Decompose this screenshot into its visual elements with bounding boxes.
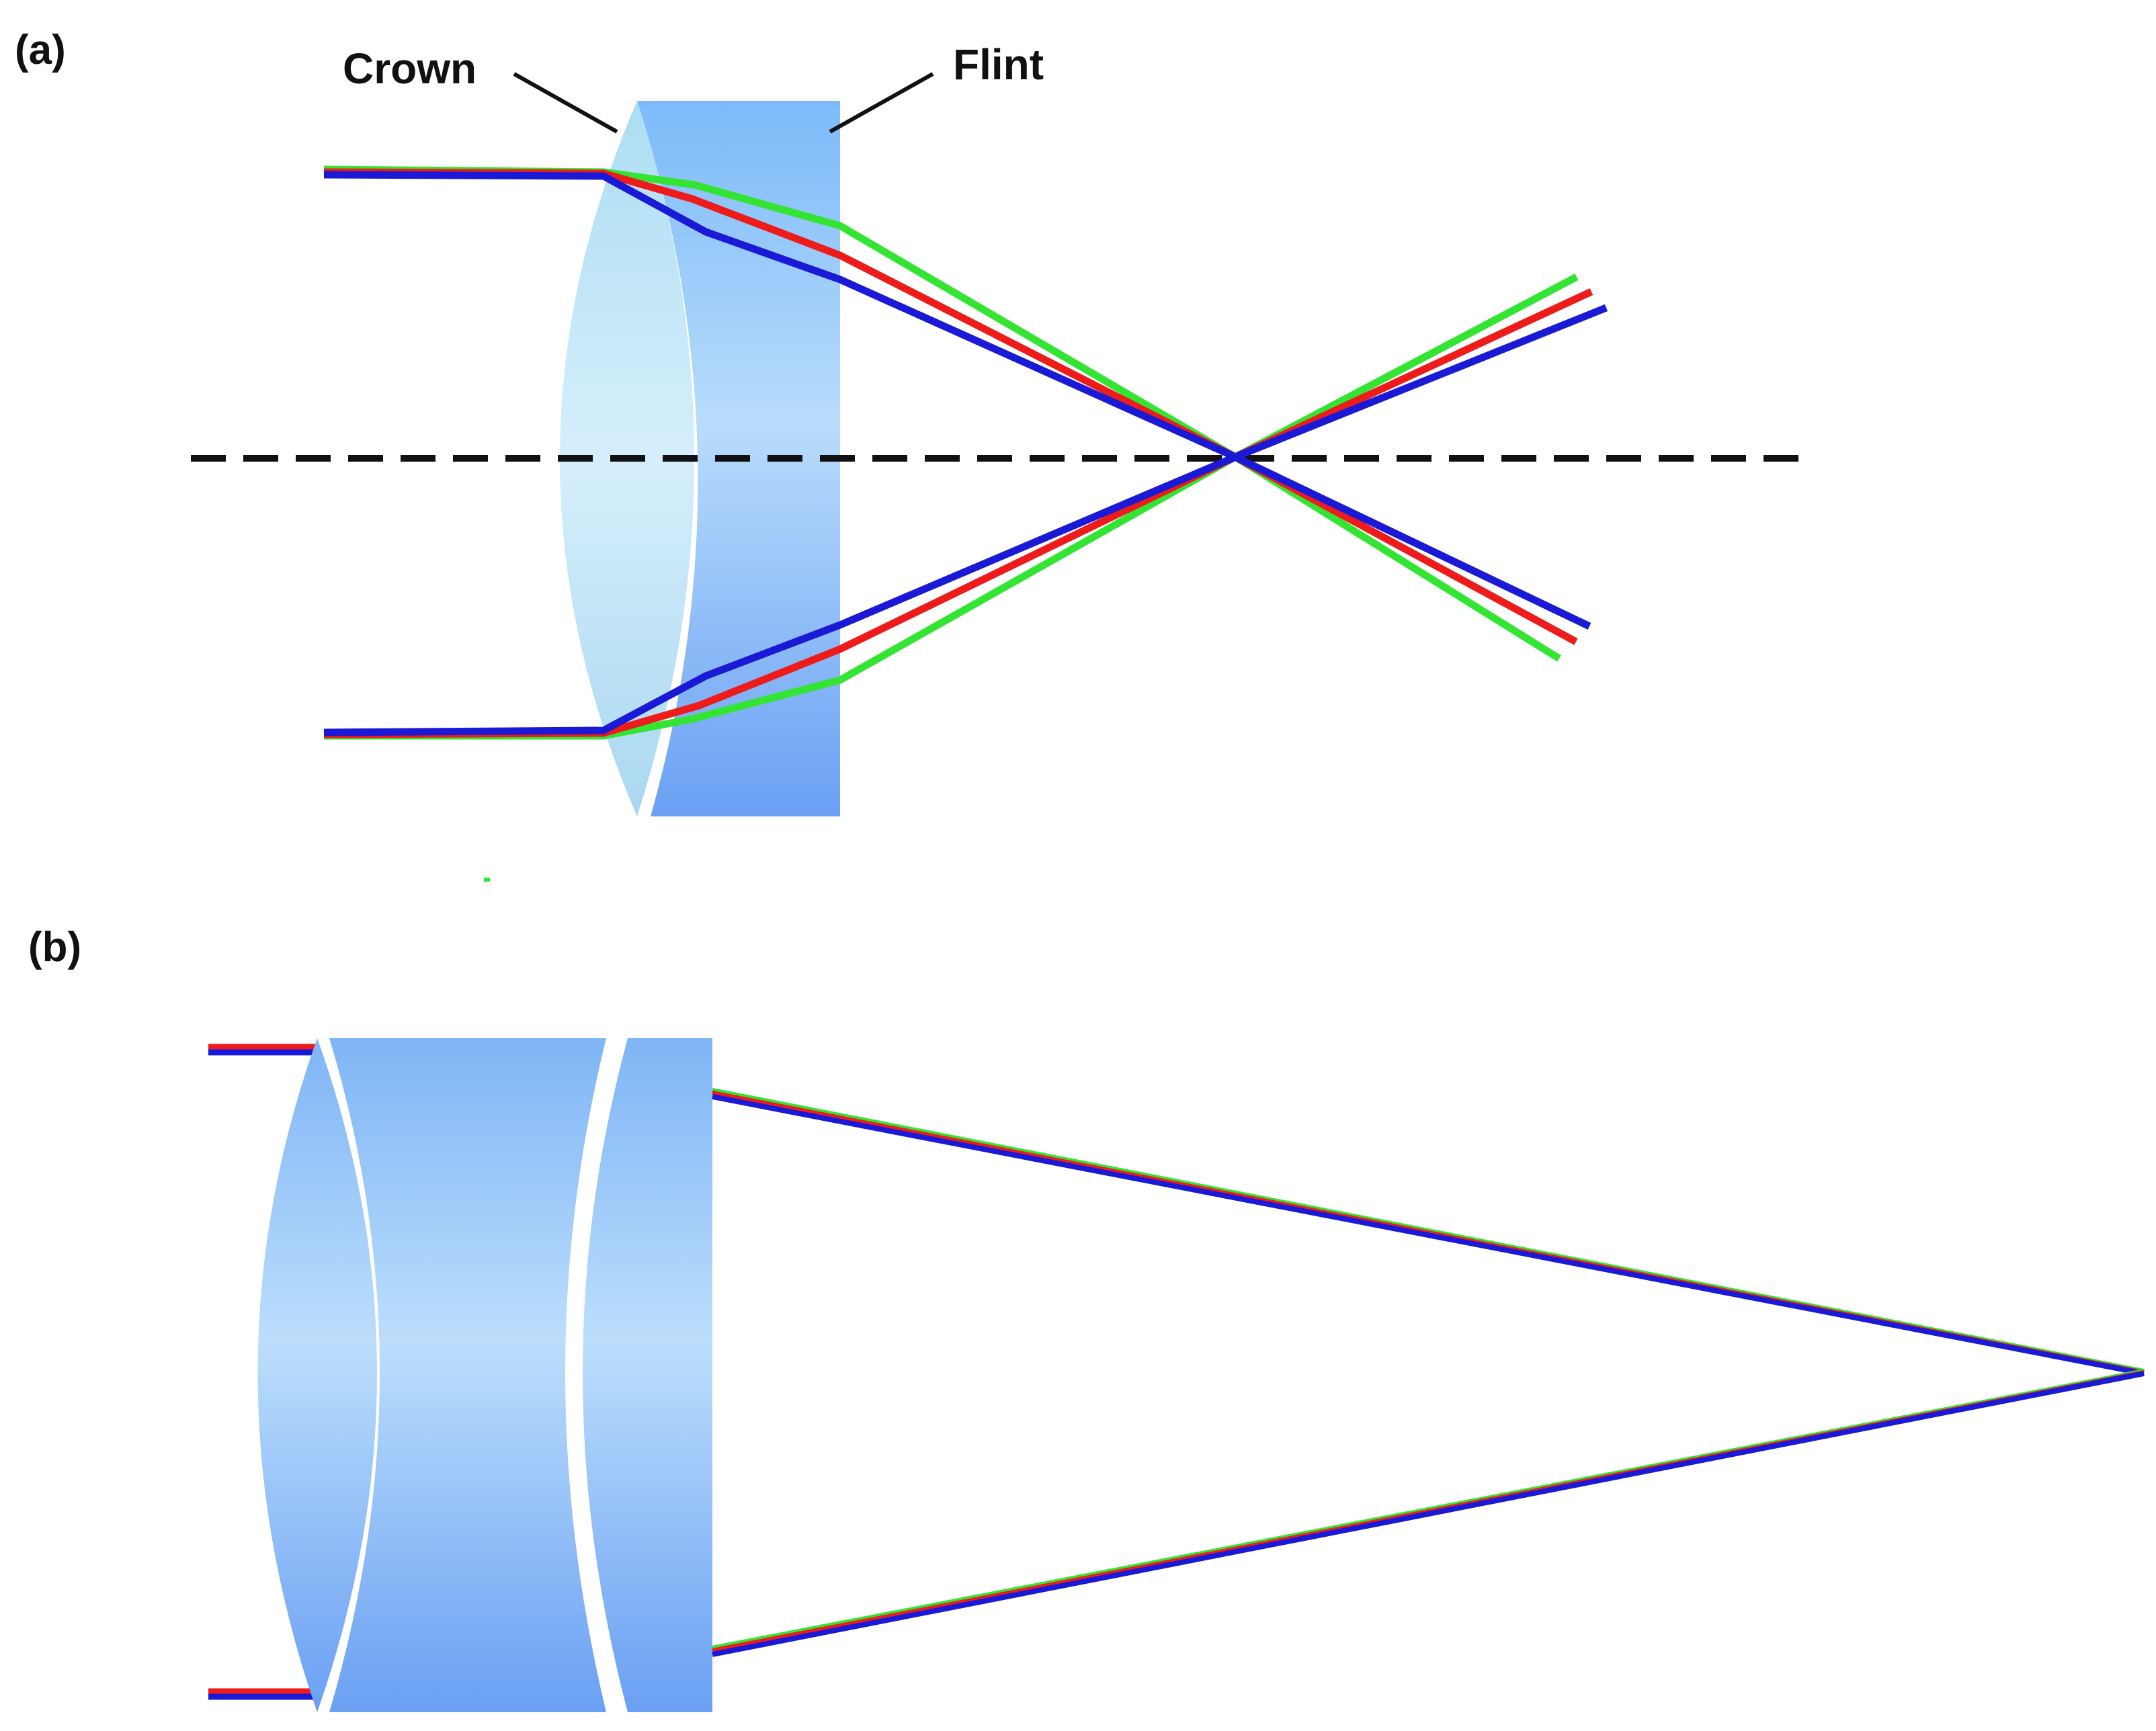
b-lens-element-3 [583,1038,712,1712]
panel-a-label: (a) [15,27,66,73]
b-ray-blue-lower [712,1371,2145,1657]
panel-b-label: (b) [28,924,81,970]
ray-red-upper [323,168,1593,462]
b-ray-blue-upper [712,1094,2145,1376]
flint-leader-line [829,72,934,134]
stray-dot [484,878,490,882]
b-lens-element-1 [257,1038,377,1712]
flint-label: Flint [953,40,1044,89]
ray-blue-upper [323,171,1608,461]
ray-blue-lower [323,452,1591,736]
crown-label: Crown [343,44,476,93]
b-lens-element-2 [329,1038,606,1712]
ray-red-lower [323,452,1578,738]
crown-leader-line [513,72,618,134]
